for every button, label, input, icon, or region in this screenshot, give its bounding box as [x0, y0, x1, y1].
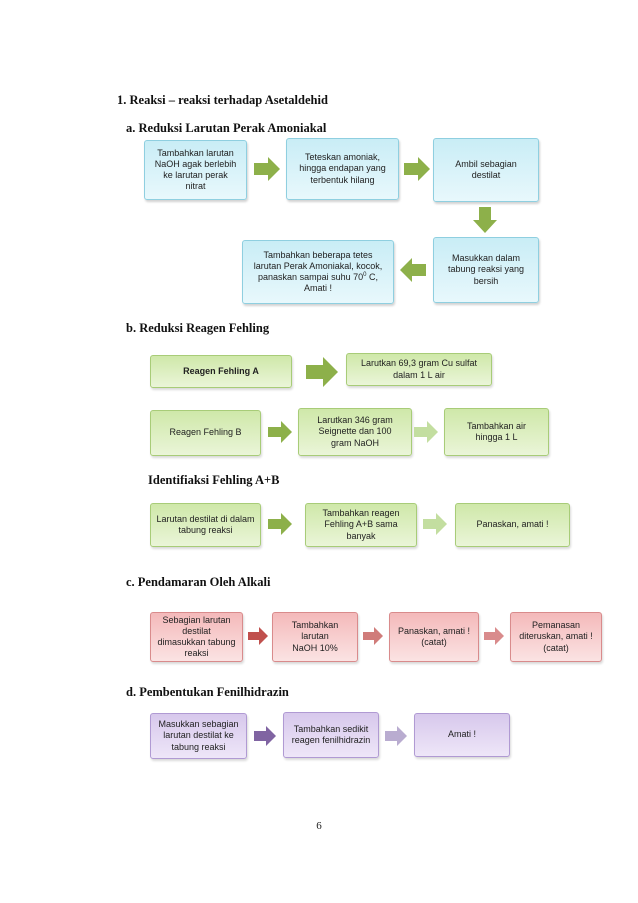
page-number: 6	[316, 820, 322, 832]
ident-step3: Panaskan, amati !	[455, 503, 570, 547]
fehling-b-step1: Larutkan 346 gram Seignette dan 100 gram…	[298, 408, 412, 456]
alkali-step3: Panaskan, amati ! (catat)	[389, 612, 479, 662]
arrow-right-icon	[414, 421, 438, 443]
step-a5-line3: panaskan sampai suhu 700 C,	[258, 272, 378, 282]
subsection-b-title: b. Reduksi Reagen Fehling	[126, 321, 270, 335]
arrow-right-icon	[254, 157, 280, 181]
fehling-b-step2: Tambahkan air hingga 1 L	[444, 408, 549, 456]
alkali-step4: Pemanasan diteruskan, amati ! (catat)	[510, 612, 602, 662]
fenil-step1: Masukkan sebagian larutan destilat ke ta…	[150, 713, 247, 759]
subsection-d-title: d. Pembentukan Fenilhidrazin	[126, 685, 289, 699]
subsection-a-title: a. Reduksi Larutan Perak Amoniakal	[126, 121, 327, 135]
arrow-right-icon	[363, 627, 383, 645]
section-title: 1. Reaksi – reaksi terhadap Asetaldehid	[117, 93, 328, 107]
step-a1: Tambahkan larutan NaOH agak berlebih ke …	[144, 140, 247, 200]
arrow-right-icon	[385, 726, 407, 746]
arrow-right-icon	[268, 421, 292, 443]
ident-step2: Tambahkan reagen Fehling A+B sama banyak	[305, 503, 417, 547]
fehling-b-label: Reagen Fehling B	[150, 410, 261, 456]
arrow-left-icon	[400, 258, 426, 282]
arrow-right-icon	[423, 513, 447, 535]
fehling-a-step: Larutkan 69,3 gram Cu sulfat dalam 1 L a…	[346, 353, 492, 386]
step-a5: Tambahkan beberapa tetes larutan Perak A…	[242, 240, 394, 304]
alkali-step2: Tambahkan larutan NaOH 10%	[272, 612, 358, 662]
step-a3: Ambil sebagian destilat	[433, 138, 539, 202]
arrow-right-icon	[306, 357, 338, 387]
arrow-right-icon	[404, 157, 430, 181]
ident-step1: Larutan destilat di dalam tabung reaksi	[150, 503, 261, 547]
step-a4: Masukkan dalam tabung reaksi yang bersih	[433, 237, 539, 303]
step-a5-line2: larutan Perak Amoniakal, kocok,	[253, 260, 383, 271]
alkali-step1: Sebagian larutan destilat dimasukkan tab…	[150, 612, 243, 662]
step-a2: Teteskan amoniak, hingga endapan yang te…	[286, 138, 399, 200]
fehling-a-label: Reagen Fehling A	[150, 355, 292, 388]
step-a5-line4: Amati !	[303, 283, 332, 294]
arrow-right-icon	[254, 726, 276, 746]
step-a5-line1: Tambahkan beberapa tetes	[263, 249, 373, 260]
subsection-c-title: c. Pendamaran Oleh Alkali	[126, 575, 271, 589]
arrow-down-icon	[473, 207, 497, 233]
arrow-right-icon	[484, 627, 504, 645]
arrow-right-icon	[248, 627, 268, 645]
fenil-step2: Tambahkan sedikit reagen fenilhidrazin	[283, 712, 379, 758]
arrow-right-icon	[268, 513, 292, 535]
identification-title: Identifiaksi Fehling A+B	[148, 473, 280, 487]
fenil-step3: Amati !	[414, 713, 510, 757]
